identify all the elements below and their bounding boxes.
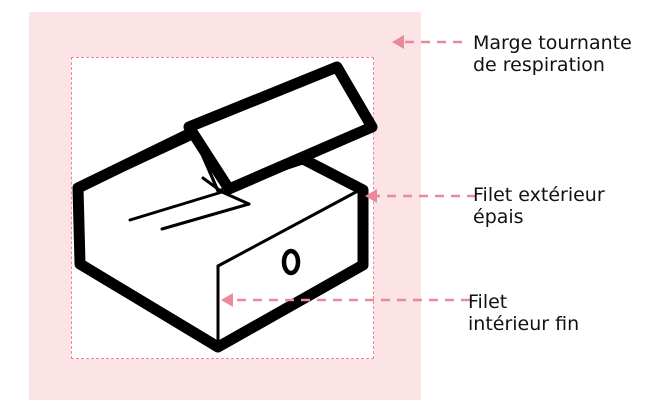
label-margin-line-1: Marge tournante	[473, 32, 632, 54]
arrow-head-inner	[221, 293, 233, 307]
box-handle-hole	[281, 248, 301, 276]
label-margin-line-2: de respiration	[473, 54, 605, 76]
arrow-head-outer	[365, 189, 377, 203]
label-outer-stroke: Filet extérieur épais	[473, 184, 605, 228]
label-outer-line-2: épais	[473, 206, 524, 228]
label-margin-zone: Marge tournante de respiration	[473, 32, 632, 76]
label-inner-line-2: intérieur fin	[468, 313, 580, 335]
label-inner-line-1: Filet	[468, 291, 508, 313]
arrow-head-margin	[392, 35, 404, 49]
box-lid-outline	[183, 61, 378, 195]
label-inner-stroke: Filet intérieur fin	[468, 291, 579, 335]
label-outer-line-1: Filet extérieur	[473, 184, 605, 206]
